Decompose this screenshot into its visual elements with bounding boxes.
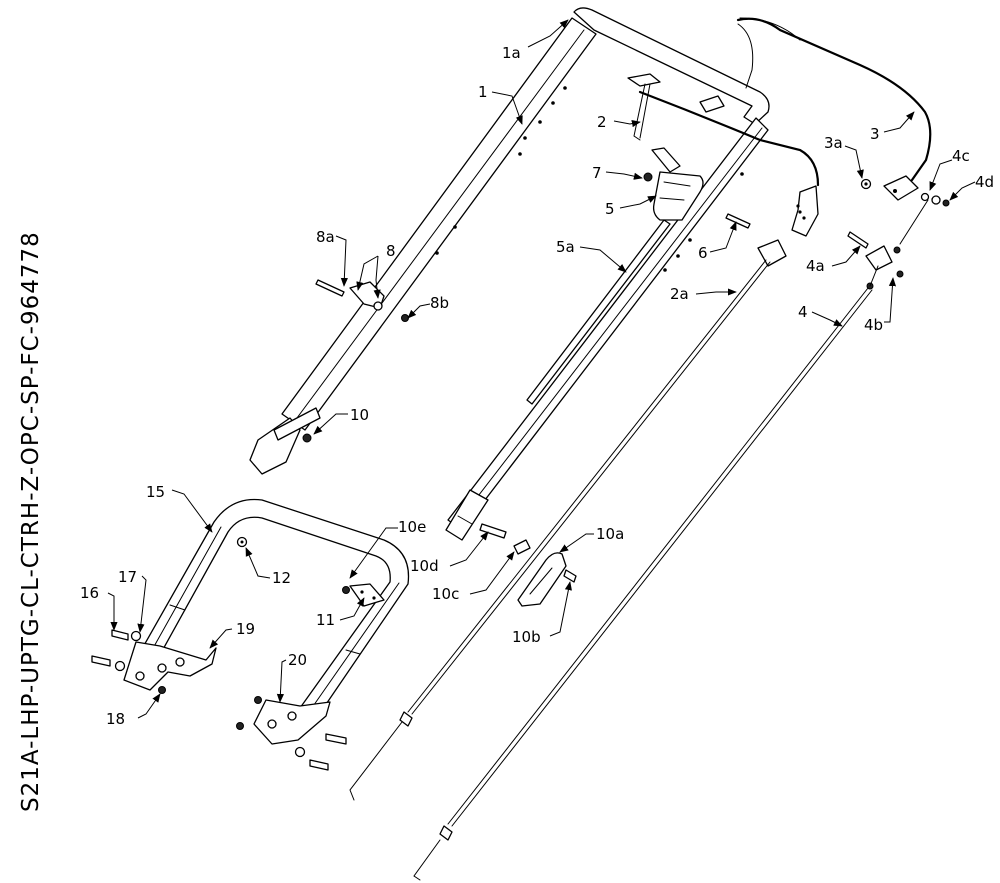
callout-12: 12 [272, 569, 291, 587]
leader-lines [107, 19, 976, 719]
callout-6: 6 [698, 244, 708, 262]
callout-4d: 4d [975, 173, 994, 191]
callout-10e: 10e [398, 518, 426, 536]
callout-4c: 4c [952, 147, 970, 165]
callout-18: 18 [106, 710, 125, 728]
callout-2a: 2a [670, 285, 689, 303]
callout-3: 3 [870, 125, 880, 143]
lower-handle-15 [91, 498, 410, 771]
callout-5a: 5a [556, 238, 575, 256]
callout-4a: 4a [806, 257, 825, 275]
lever-2 [627, 73, 820, 237]
callout-1: 1 [478, 83, 488, 101]
callout-15: 15 [146, 483, 165, 501]
throttle-control-5 [526, 147, 704, 405]
upper-handle [281, 7, 770, 541]
cables [349, 199, 929, 881]
callout-1a: 1a [502, 44, 521, 62]
callout-20: 20 [288, 651, 307, 669]
callout-7: 7 [592, 164, 602, 182]
callout-10a: 10a [596, 525, 624, 543]
callout-10d: 10d [410, 557, 439, 575]
callout-10c: 10c [432, 585, 459, 603]
callout-4b: 4b [864, 316, 883, 334]
callout-4: 4 [798, 303, 808, 321]
hardware [249, 172, 950, 607]
callout-10: 10 [350, 406, 369, 424]
callout-19: 19 [236, 620, 255, 638]
callout-8b: 8b [430, 294, 449, 312]
callout-10b: 10b [512, 628, 541, 646]
callout-labels: 1a 1 2 3a 3 4c 4d 7 5 6 8a 8 8b 5a 2a 4a… [80, 44, 994, 728]
callout-8a: 8a [316, 228, 335, 246]
callout-11: 11 [316, 611, 335, 629]
callout-2: 2 [597, 113, 607, 131]
callout-3a: 3a [824, 134, 843, 152]
callout-5: 5 [605, 200, 615, 218]
drawing-code: S21A-LHP-UPTG-CL-CTRH-Z-OPC-SP-FC-964778 [18, 231, 44, 812]
callout-8: 8 [386, 242, 396, 260]
callout-17: 17 [118, 568, 137, 586]
control-bail-3 [736, 17, 932, 201]
callout-16: 16 [80, 584, 99, 602]
